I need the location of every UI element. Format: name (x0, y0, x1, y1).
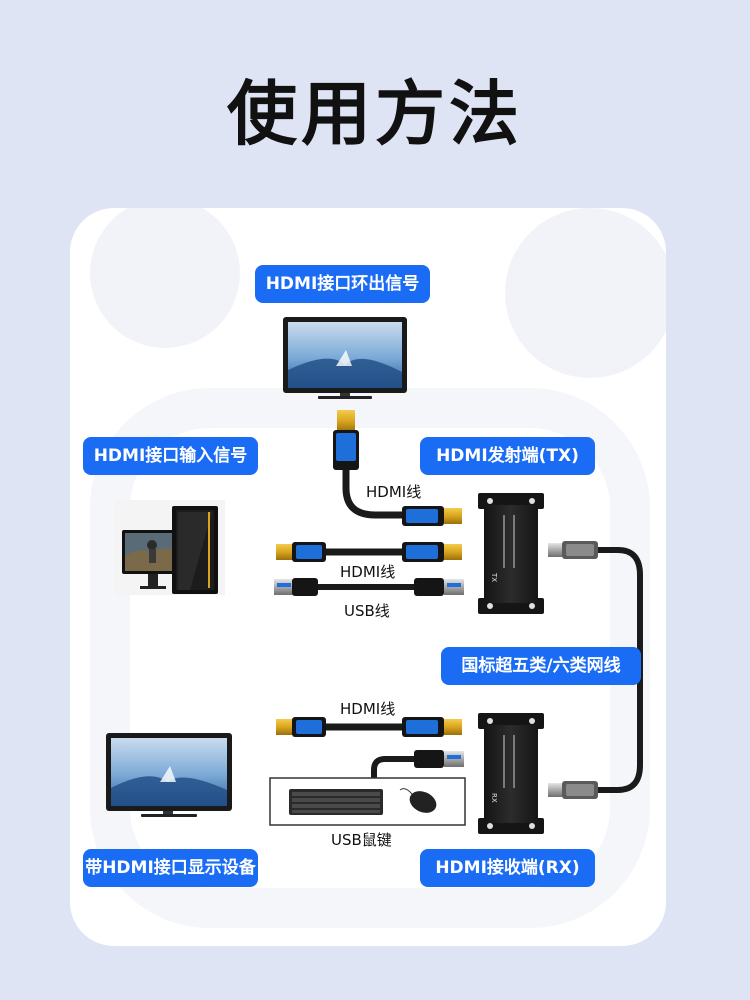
label-hdmi-tx: HDMI发射端(TX) (420, 437, 595, 475)
label-display-with-hdmi: 带HDMI接口显示设备 (83, 849, 258, 887)
card-decoration (90, 208, 240, 348)
usb-cable-kbm (371, 750, 464, 778)
keyboard-mouse-icon (269, 777, 466, 826)
display-output-icon (106, 733, 232, 817)
cable-label-hdmi-input: HDMI线 (340, 563, 396, 581)
loopout-monitor-icon (283, 317, 407, 399)
cable-label-hdmi-loopout: HDMI线 (366, 483, 422, 501)
cable-label-usb-kbm: USB鼠键 (331, 831, 392, 849)
label-hdmi-input: HDMI接口输入信号 (83, 437, 258, 475)
label-hdmi-loop-out: HDMI接口环出信号 (255, 265, 430, 303)
page-title: 使用方法 (227, 73, 523, 155)
label-hdmi-rx: HDMI接收端(RX) (420, 849, 595, 887)
cable-label-usb: USB线 (344, 602, 390, 620)
usb-cable-input (274, 578, 464, 596)
tx-code-marking: TX (490, 572, 498, 582)
card-decoration (505, 208, 666, 378)
rx-code-marking: RX (490, 793, 498, 803)
cable-label-hdmi-output: HDMI线 (340, 700, 396, 718)
label-network-cable: 国标超五类/六类网线 (441, 647, 641, 685)
rx-extender-device: RX (478, 713, 544, 834)
tx-extender-device: TX (478, 493, 544, 614)
hdmi-cable-output (276, 717, 462, 737)
hdmi-cable-input (276, 542, 462, 562)
hdmi-cable-loopout (333, 410, 462, 526)
pc-source-icon (115, 500, 225, 595)
